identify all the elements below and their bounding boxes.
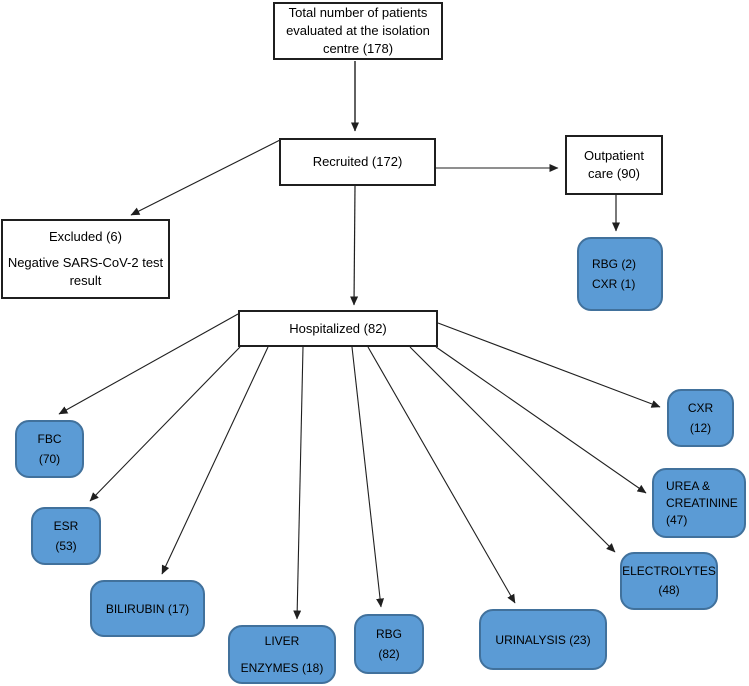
arrow-hospitalized-to-rbg <box>351 346 385 608</box>
node-fbc-line1: FBC <box>37 432 62 446</box>
node-electrolytes-line2: (48) <box>658 583 680 597</box>
arrow-hospitalized-to-cxr <box>437 322 661 408</box>
node-urinalysis: URINALYSIS (23) <box>479 609 607 670</box>
node-bilirubin: BILIRUBIN (17) <box>90 580 205 637</box>
node-hospitalized-label: Hospitalized (82) <box>289 320 387 336</box>
arrow-hospitalized-to-esr <box>89 346 241 502</box>
arrow-hospitalized-to-urinalysis <box>367 346 516 604</box>
node-liver-enzymes-line2: ENZYMES (18) <box>240 660 324 675</box>
node-outpatient-care: Outpatient care (90) <box>565 135 663 195</box>
arrow-hospitalized-to-bilirubin <box>161 346 269 575</box>
node-total-line2: evaluated at the isolation <box>286 23 430 38</box>
node-urea-creatinine: UREA & CREATININE (47) <box>652 468 746 538</box>
node-urea-creatinine-line1: UREA & <box>666 478 711 493</box>
node-rbg: RBG (82) <box>354 614 424 674</box>
node-cxr-line1: CXR <box>687 401 714 415</box>
arrow-recruited-to-excluded <box>130 139 281 216</box>
node-outpatient-tests-line2: CXR (1) <box>592 277 636 291</box>
node-urea-creatinine-line3: (47) <box>666 512 688 527</box>
node-outpatient-line2: care (90) <box>587 166 641 181</box>
node-urinalysis-label: URINALYSIS (23) <box>495 632 591 647</box>
node-cxr: CXR (12) <box>667 389 734 447</box>
node-outpatient-tests: RBG (2) CXR (1) <box>577 237 663 311</box>
node-hospitalized: Hospitalized (82) <box>238 310 438 347</box>
node-esr: ESR (53) <box>31 507 101 565</box>
node-rbg-line1: RBG <box>375 627 402 641</box>
node-liver-enzymes: LIVER ENZYMES (18) <box>228 625 336 684</box>
node-excluded: Excluded (6) Negative SARS-CoV-2 test re… <box>1 219 170 299</box>
node-urea-creatinine-line2: CREATININE <box>666 495 738 510</box>
node-total-patients: Total number of patients evaluated at th… <box>273 2 443 60</box>
node-excluded-title: Excluded (6) <box>49 229 122 244</box>
node-excluded-line2: result <box>69 273 102 288</box>
node-fbc-line2: (70) <box>38 452 61 466</box>
node-recruited-label: Recruited (172) <box>312 154 403 169</box>
node-cxr-line2: (12) <box>689 421 712 435</box>
node-outpatient-line1: Outpatient <box>584 148 644 163</box>
arrow-hospitalized-to-fbc <box>58 313 239 415</box>
node-esr-line1: ESR <box>53 519 79 533</box>
node-liver-enzymes-line1: LIVER <box>264 633 300 648</box>
node-excluded-line1: Negative SARS-CoV-2 test <box>7 255 164 270</box>
arrow-recruited-to-hospitalized <box>350 185 359 306</box>
arrow-hospitalized-to-liver_enzymes <box>293 346 304 620</box>
arrow-hospitalized-to-urea_creatinine <box>435 346 647 494</box>
node-total-line1: Total number of patients <box>288 5 428 20</box>
node-esr-line2: (53) <box>55 539 77 553</box>
node-total-line3: centre (178) <box>322 41 394 56</box>
node-bilirubin-label: BILIRUBIN (17) <box>105 601 190 616</box>
node-electrolytes-line1: ELECTROLYTES <box>622 564 716 578</box>
arrow-hospitalized-to-electrolytes <box>409 346 616 553</box>
node-fbc: FBC (70) <box>15 420 84 478</box>
node-electrolytes: ELECTROLYTES (48) <box>620 552 718 610</box>
node-outpatient-tests-line1: RBG (2) <box>592 257 637 271</box>
node-rbg-line2: (82) <box>378 647 400 661</box>
node-recruited: Recruited (172) <box>279 138 436 186</box>
